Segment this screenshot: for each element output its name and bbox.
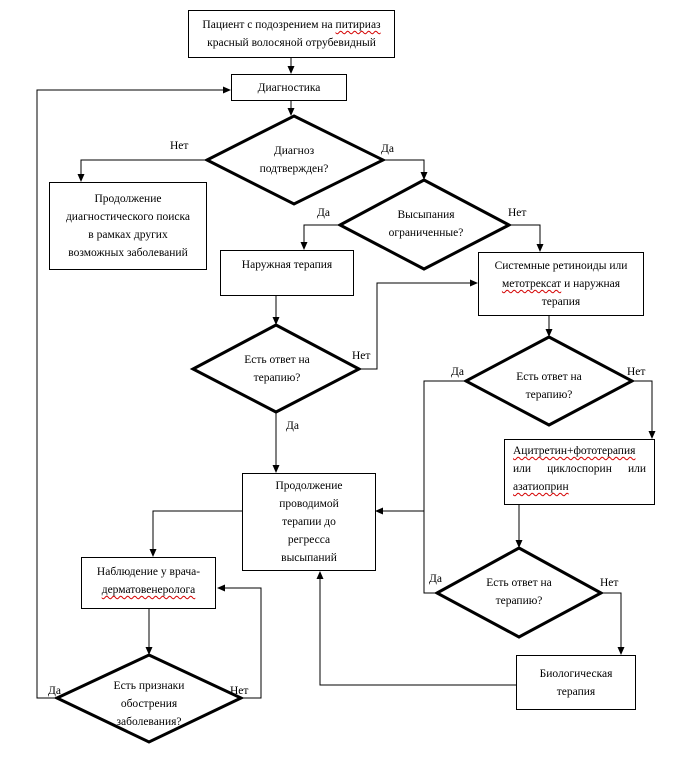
label-diag-yes: Да (381, 143, 394, 155)
diamond-limited-rash (336, 178, 513, 271)
text-exacerbation: Есть признаки обострения заболевания? (113, 680, 185, 728)
node-continue-therapy: Продолжение проводимой терапии до регрес… (242, 473, 376, 571)
label-exacerb-yes: Да (48, 685, 61, 697)
text-response-acitretin: Есть ответ на терапию? (486, 577, 552, 607)
arrow-limited-yes (300, 224, 340, 250)
arrow-exacerb-yes (36, 86, 231, 699)
arrow-resp-systemic-no (632, 380, 656, 439)
node-topical-therapy: Наружная терапия (220, 250, 354, 296)
label-diag-no: Нет (170, 140, 189, 152)
diamond-diagnosis-confirmed (203, 114, 387, 206)
node-acitretin: Ацитретин+фототерапия или циклоспорин ил… (504, 439, 655, 505)
label-exacerb-no: Нет (230, 685, 249, 697)
arrow-limited-no (509, 224, 544, 252)
text-response-systemic: Есть ответ на терапию? (516, 371, 582, 401)
label-resp-acitretin-no: Нет (600, 577, 619, 589)
text-response-topical: Есть ответ на терапию? (244, 354, 310, 384)
text-diagnosis-confirmed: Диагноз подтвержден? (259, 145, 329, 175)
arrow-resp-systemic-yes (375, 380, 466, 515)
arrow-resp-acitretin-no (601, 592, 625, 655)
node-systemic-therapy: Системные ретиноиды или метотрексат и на… (478, 252, 644, 316)
wavy-word: азатиоприн (513, 481, 569, 493)
node-diagnostics: Диагностика (231, 74, 347, 101)
label-resp-systemic-no: Нет (627, 366, 646, 378)
label-resp-topical-no: Нет (352, 350, 371, 362)
label-limited-yes: Да (317, 207, 330, 219)
wavy-word: дерматовенеролога (101, 584, 196, 596)
diamond-exacerbation (53, 653, 245, 744)
node-biologic: Биологическая терапия (516, 655, 636, 710)
text-limited-rash: Высыпания ограниченные? (388, 209, 464, 239)
node-start: Пациент с подозрением на питириаз красны… (188, 10, 395, 58)
wavy-word: метотрексат (501, 278, 562, 290)
label-limited-no: Нет (508, 207, 527, 219)
diamond-response-acitretin (433, 546, 605, 639)
arrow-diag-yes (383, 159, 428, 180)
label-resp-systemic-yes: Да (451, 366, 464, 378)
label-resp-acitretin-yes: Да (429, 573, 442, 585)
arrow-resp-topical-no (359, 279, 478, 370)
wavy-word: питириаз (335, 19, 381, 31)
label-resp-topical-yes: Да (286, 420, 299, 432)
node-observation: Наблюдение у врача- дерматовенеролога (81, 557, 216, 609)
wavy-word: Ацитретин+фототерапия (513, 445, 636, 457)
arrow-continue-to-observation (149, 510, 243, 557)
arrow-resp-acitretin-yes (423, 511, 437, 594)
arrow-exacerb-no (217, 584, 262, 699)
arrow-biologic-to-continue (316, 571, 516, 686)
node-continue-search: Продолжение диагностического поиска в ра… (49, 182, 207, 270)
arrow-diag-no (77, 159, 207, 182)
diamond-response-systemic (462, 335, 636, 427)
